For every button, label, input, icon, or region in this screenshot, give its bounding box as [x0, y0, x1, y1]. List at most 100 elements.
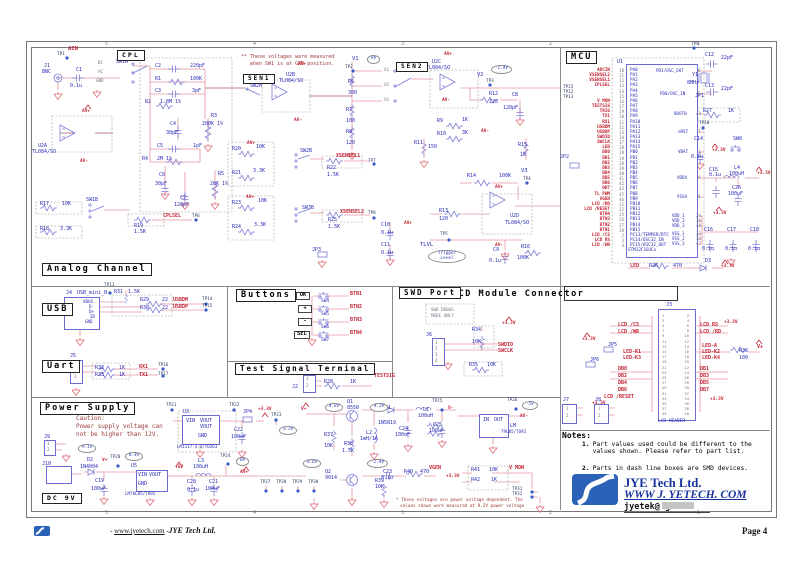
schematic-label: 1K: [491, 477, 498, 483]
lcd-pin-number: 35: [662, 400, 667, 406]
schematic-label: VBUS: [83, 299, 94, 304]
schematic-label: 7: [698, 129, 701, 134]
schematic-label: R22: [327, 165, 337, 171]
schematic-label: TP7: [368, 159, 376, 164]
schematic-label: -: [298, 318, 312, 326]
schematic-label: R37: [324, 432, 334, 438]
schematic-label: -5V: [522, 401, 538, 410]
schematic-label: SW4: [321, 299, 330, 304]
schematic-label: R32: [95, 365, 105, 371]
mcu-pin-number: 42: [619, 181, 624, 187]
schematic-label: R27: [703, 108, 713, 114]
schematic-label: C16: [704, 227, 714, 233]
schematic-label: 35: [696, 236, 702, 241]
mcu-port-name: PB13: [630, 217, 641, 223]
schematic-label: J9: [44, 434, 51, 440]
mcu-signal: TL PWM: [594, 191, 610, 197]
schematic-label: ID: [90, 314, 96, 319]
schematic-label: 22pF: [721, 86, 734, 92]
lcd-pin-number: 23: [662, 369, 667, 375]
schematic-label: SW1B: [86, 197, 99, 203]
schematic-label: VIN: [138, 472, 148, 478]
schematic-label: +3.3V: [712, 148, 726, 153]
mcu-port-name: PB12: [630, 212, 641, 218]
schematic-label: IN: [483, 417, 490, 423]
grid-reference: 5: [105, 40, 109, 47]
lcd-pin-number: 20: [684, 359, 689, 365]
schematic-label: 3.3K: [254, 222, 267, 228]
mcu-pin-number: 30: [619, 114, 624, 120]
schematic-label: 10K: [489, 467, 499, 473]
schematic-label: R42: [471, 477, 481, 483]
schematic-label: U2D: [510, 213, 520, 219]
mcu-port-name: PB9: [630, 196, 638, 202]
schematic-label: SWDIO: [498, 342, 514, 348]
schematic-label: V+: [757, 344, 764, 350]
schematic-label: 8550: [347, 405, 360, 411]
schematic-label: R35: [469, 362, 479, 368]
schematic-label: TL084/SO: [32, 149, 57, 155]
schematic-label: 6: [698, 68, 701, 73]
schematic-label: VDD_3: [672, 223, 685, 228]
mcu-pin-number: 43: [619, 186, 624, 192]
lcd-pin-number: 2: [686, 312, 689, 318]
schematic-label: C23: [383, 469, 393, 475]
schematic-label: AV-: [80, 159, 89, 164]
schematic-label: SW5: [321, 312, 330, 317]
schematic-label: 47: [696, 241, 702, 246]
mcu-pin-number: 37: [619, 140, 624, 146]
schematic-label: OUT: [494, 417, 504, 423]
schematic-label: TP28: [276, 480, 287, 485]
mcu-pin-number: 19: [619, 155, 624, 161]
schematic-label: BTN4: [350, 330, 363, 336]
mcu-port-name: PB15: [630, 227, 641, 233]
schematic-label: 2: [47, 447, 50, 452]
logo-website[interactable]: WWW J. YETECH. COM: [624, 489, 747, 501]
schematic-label: Q2: [325, 469, 332, 475]
schematic-label: VSS_2: [672, 236, 685, 241]
schematic-label: X3: [384, 97, 390, 102]
schematic-label: VOUT: [200, 424, 213, 430]
mcu-port-name: PB14: [630, 222, 641, 228]
mcu-port-name: PB1: [630, 155, 638, 161]
mcu-pin-number: 38: [619, 145, 624, 151]
mcu-port-name: PB4: [630, 171, 638, 176]
schematic-label: 0.6V: [303, 459, 322, 468]
schematic-label: LCD HEADER: [658, 419, 686, 424]
schematic-label: R4: [142, 156, 149, 162]
schematic-label: 9: [698, 175, 701, 180]
lcd-pin-number: 11: [662, 338, 667, 344]
panel-divider: [560, 430, 770, 431]
schematic-label: C28: [187, 479, 197, 485]
grid-reference: 1: [697, 510, 701, 516]
schematic-label: X2: [384, 82, 390, 87]
mcu-port-name: PA12: [630, 129, 641, 135]
schematic-label: R26: [649, 263, 659, 269]
schematic-label: TP13: [563, 95, 574, 100]
mcu-signal: DB3: [602, 165, 610, 171]
schematic-label: R25: [328, 217, 338, 223]
footer-link[interactable]: www.jyetech.com: [114, 527, 165, 535]
lcd-pin-number: 22: [684, 364, 689, 370]
mcu-port-name: PB2: [630, 160, 638, 166]
schematic-label: PD1/OSC_OUT: [656, 68, 684, 73]
schematic-label: 4.2V: [370, 403, 389, 412]
schematic-label: USB_mini_B: [77, 290, 108, 296]
mcu-port-name: PA1: [630, 73, 638, 79]
schematic-label: 3.3V: [279, 426, 298, 435]
schematic-label: +3.3V: [446, 474, 460, 479]
schematic-label: R30: [140, 305, 150, 311]
mcu-signal: TX1: [602, 114, 610, 120]
swd-connector: [432, 338, 445, 366]
section-title: Uart: [42, 360, 81, 373]
lcd-pin-number: 33: [662, 395, 667, 401]
schematic-label: 10K: [472, 339, 482, 345]
schematic-label: USBDM: [173, 297, 189, 303]
schematic-label: SWD DEBUG: [431, 307, 454, 312]
schematic-label: 1N5819: [378, 420, 397, 426]
schematic-label: C18: [750, 227, 760, 233]
schematic-label: XSENSEL1: [336, 153, 361, 159]
schematic-label: L2: [366, 430, 373, 436]
mcu-pin-number: 27: [619, 222, 624, 228]
schematic-label: not be higher than 12V.: [76, 431, 160, 438]
